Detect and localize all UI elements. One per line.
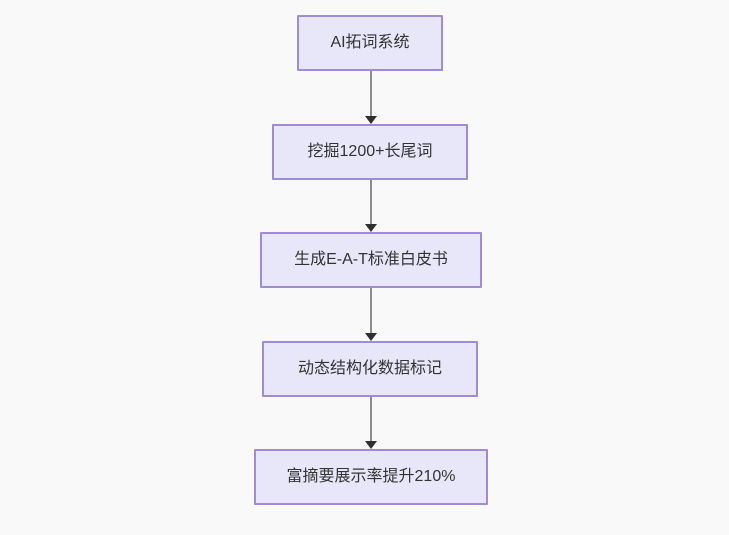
flowchart-node-rich-snippet-result: 富摘要展示率提升210% [254, 449, 488, 505]
flowchart-node-eat-whitepaper: 生成E-A-T标准白皮书 [260, 232, 482, 288]
flow-edge-2 [359, 180, 383, 232]
flowchart-node-structured-data-markup: 动态结构化数据标记 [262, 341, 478, 397]
edge-line [370, 397, 372, 442]
flowchart-node-ai-keyword-system: AI拓词系统 [297, 15, 443, 71]
arrow-down-icon [365, 224, 377, 232]
flowchart-node-longtail-mining: 挖掘1200+长尾词 [272, 124, 468, 180]
arrow-down-icon [365, 333, 377, 341]
arrow-down-icon [365, 116, 377, 124]
edge-line [370, 180, 372, 225]
node-label: AI拓词系统 [330, 34, 410, 51]
edge-line [370, 288, 372, 334]
flow-edge-3 [359, 288, 383, 341]
node-label: 生成E-A-T标准白皮书 [294, 251, 448, 268]
node-label: 动态结构化数据标记 [297, 360, 442, 377]
node-label: 富摘要展示率提升210% [286, 468, 456, 485]
arrow-down-icon [365, 441, 377, 449]
node-label: 挖掘1200+长尾词 [307, 143, 433, 160]
flow-edge-1 [359, 71, 383, 124]
edge-line [370, 71, 372, 117]
flow-edge-4 [359, 397, 383, 449]
